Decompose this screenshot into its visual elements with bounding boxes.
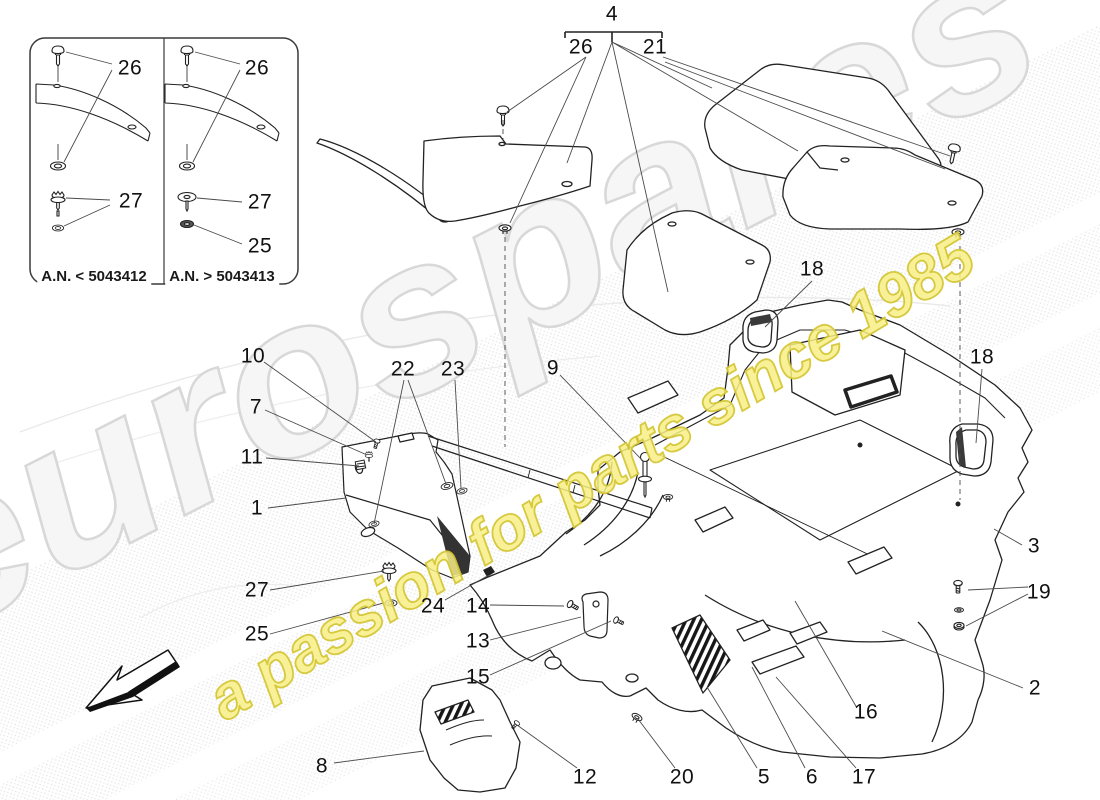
inset-panel bbox=[29, 37, 299, 285]
callout-26-inset-left[interactable]: 26 bbox=[117, 56, 143, 80]
callout-15[interactable]: 15 bbox=[465, 665, 491, 689]
callout-27-inset-left[interactable]: 27 bbox=[118, 189, 144, 213]
inset-right-variant-label: A.N. > 5043413 bbox=[165, 268, 279, 286]
callout-11[interactable]: 11 bbox=[240, 445, 264, 469]
callout-19[interactable]: 19 bbox=[1026, 580, 1052, 604]
dark-ring-25 bbox=[179, 219, 195, 229]
callout-23[interactable]: 23 bbox=[440, 357, 466, 381]
callout-5[interactable]: 5 bbox=[757, 765, 771, 789]
callout-7[interactable]: 7 bbox=[249, 395, 263, 419]
inset-left-variant-label: A.N. < 5043412 bbox=[37, 268, 151, 286]
callout-8[interactable]: 8 bbox=[315, 754, 329, 778]
callout-2[interactable]: 2 bbox=[1028, 676, 1042, 700]
callout-14[interactable]: 14 bbox=[465, 594, 491, 618]
callout-10[interactable]: 10 bbox=[240, 344, 266, 368]
callout-24[interactable]: 24 bbox=[420, 594, 446, 618]
carpet-assembly bbox=[469, 299, 1033, 759]
fasteners bbox=[354, 105, 965, 731]
callout-25-inset-right[interactable]: 25 bbox=[247, 234, 273, 258]
grab-handle-cutout-right bbox=[949, 423, 994, 477]
mat-front-right bbox=[782, 144, 984, 230]
callout-9[interactable]: 9 bbox=[546, 356, 560, 380]
callout-17[interactable]: 17 bbox=[851, 765, 877, 789]
callout-26-inset-right[interactable]: 26 bbox=[244, 56, 270, 80]
callout-16[interactable]: 16 bbox=[853, 700, 879, 724]
ball-stud-9 bbox=[637, 451, 653, 499]
wheelarch-trim bbox=[419, 677, 521, 793]
mat-rear-left bbox=[622, 210, 771, 336]
dark-pin-24 bbox=[483, 566, 495, 577]
bracket-plate bbox=[581, 591, 609, 639]
callout-27-main[interactable]: 27 bbox=[244, 578, 270, 602]
callout-1[interactable]: 1 bbox=[250, 496, 264, 520]
floor-mats bbox=[316, 63, 984, 336]
callout-18-right[interactable]: 18 bbox=[969, 345, 995, 369]
callout-13[interactable]: 13 bbox=[465, 629, 491, 653]
grab-handle-cutout-left bbox=[742, 309, 779, 354]
mat-front-left bbox=[316, 135, 593, 223]
leader-lines bbox=[263, 31, 1029, 769]
inset-right-variant-art bbox=[164, 45, 280, 245]
carpet-assembly-outline bbox=[469, 299, 1033, 759]
callout-3[interactable]: 3 bbox=[1027, 534, 1041, 558]
callout-27-inset-right[interactable]: 27 bbox=[247, 190, 273, 214]
inset-left-variant-art bbox=[35, 45, 151, 232]
callout-25-main[interactable]: 25 bbox=[244, 622, 270, 646]
group-bracket bbox=[564, 31, 663, 42]
direction-arrow bbox=[85, 649, 180, 712]
callout-6[interactable]: 6 bbox=[805, 765, 819, 789]
flanged-washer-27 bbox=[177, 191, 197, 213]
callout-21[interactable]: 21 bbox=[642, 35, 668, 59]
callout-18-left[interactable]: 18 bbox=[799, 257, 825, 281]
callout-22[interactable]: 22 bbox=[390, 357, 416, 381]
callout-20[interactable]: 20 bbox=[669, 765, 695, 789]
hatched-pad bbox=[671, 614, 731, 694]
callout-26-top[interactable]: 26 bbox=[568, 35, 594, 59]
callout-12[interactable]: 12 bbox=[572, 765, 598, 789]
callout-4[interactable]: 4 bbox=[605, 2, 619, 26]
